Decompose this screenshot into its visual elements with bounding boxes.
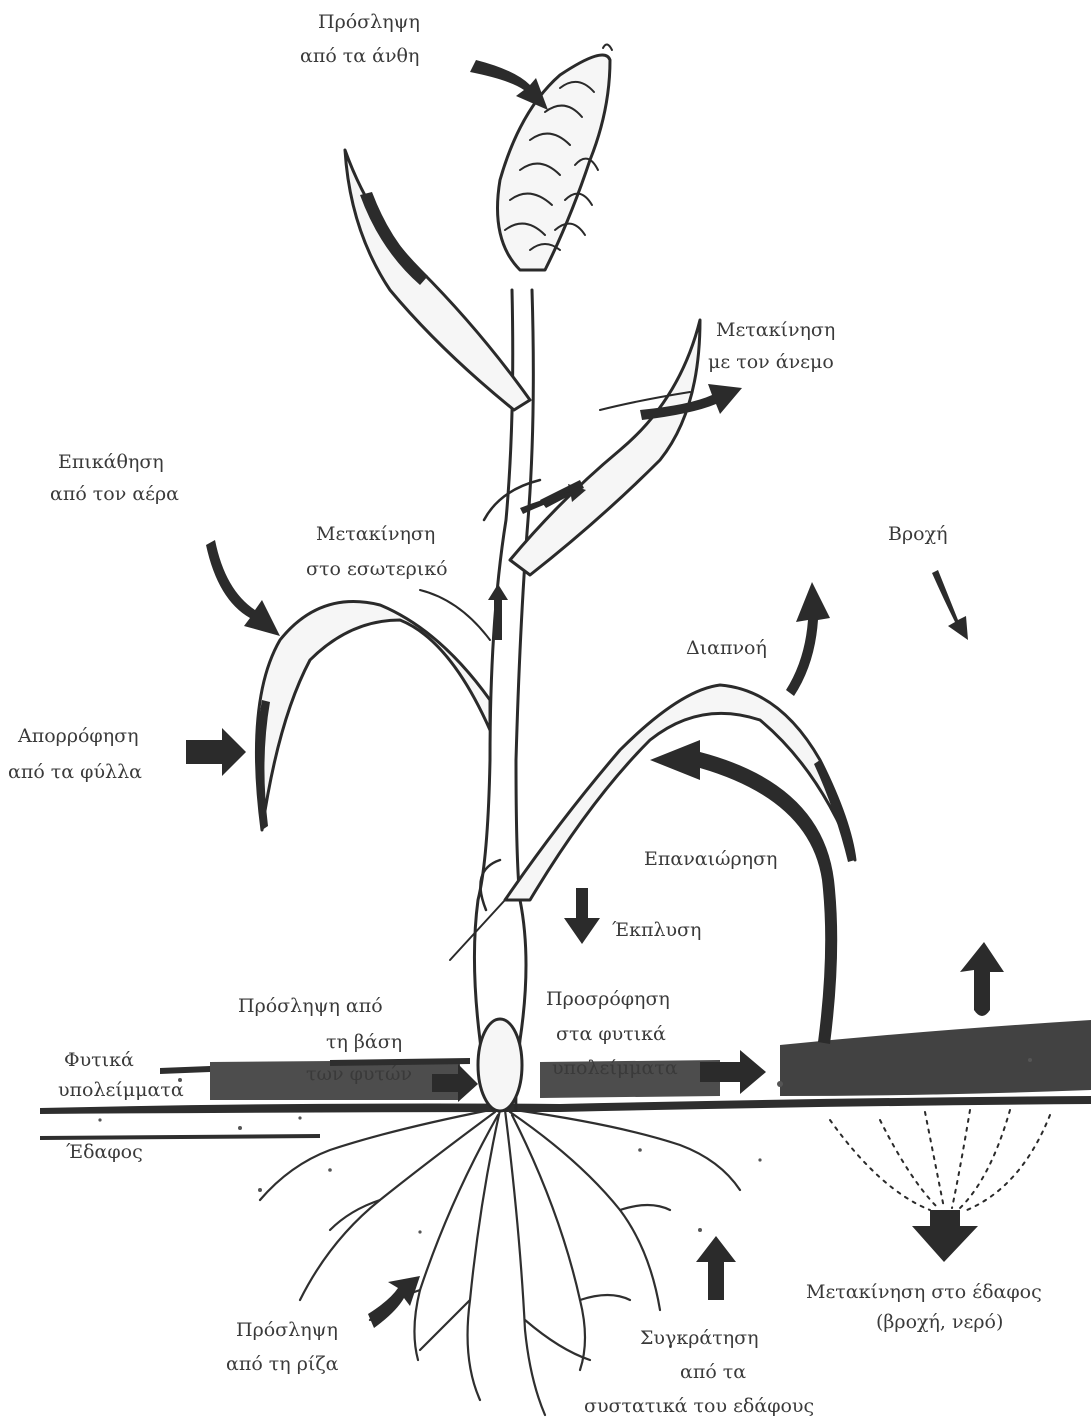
leaf-absorption-label-line2: από τα φύλλα <box>8 761 142 783</box>
soil-movement-label-line2: (βροχή, νερό) <box>876 1311 1003 1333</box>
root-uptake-label-line1: Πρόσληψη <box>236 1319 338 1341</box>
plant-stem <box>450 290 540 1111</box>
residue-sorption-label-line1: Προσρόφηση <box>546 988 670 1010</box>
plant-residues-label-line2: υπολείμματα <box>58 1079 184 1101</box>
internal-transport-arrow <box>488 584 508 640</box>
flower-uptake-label-line1: Πρόσληψη <box>318 11 420 33</box>
soil-seepage-lines <box>830 1110 1050 1212</box>
leaching-label: Έκπλυση <box>612 919 701 941</box>
soil-retention-label-line2: από τα <box>680 1361 746 1383</box>
leaching-arrow <box>564 888 600 944</box>
soil-retention-label-line3: συστατικά του εδάφους <box>584 1395 814 1417</box>
resuspension-arrow <box>650 740 837 1044</box>
soil-retention-label-line1: Συγκράτηση <box>640 1327 758 1349</box>
leaf-absorption-label-line1: Απορρόφηση <box>17 725 138 747</box>
leaf-absorption-arrow <box>186 728 246 776</box>
rain-arrow <box>932 570 968 640</box>
wind-transport-label-line1: Μετακίνηση <box>716 319 835 341</box>
base-uptake-label-line2: τη βάση <box>326 1031 402 1053</box>
plant-residues-label-line1: Φυτικά <box>64 1049 134 1071</box>
root-uptake-arrow <box>368 1276 420 1328</box>
air-deposition-label-line2: από τον αέρα <box>50 483 179 505</box>
transpiration-label: Διαπνοή <box>686 637 767 659</box>
soil-up-arrow <box>960 942 1004 1016</box>
soil-label: Έδαφος <box>66 1141 143 1163</box>
flower-uptake-label-line2: από τα άνθη <box>300 45 419 67</box>
soil-retention-arrow <box>696 1236 736 1300</box>
air-deposition-arrow <box>206 540 280 636</box>
base-uptake-label-line1: Πρόσληψη από <box>238 995 383 1017</box>
air-deposition-label-line1: Επικάθηση <box>58 451 164 473</box>
base-uptake-label-line3: των φυτών <box>306 1063 412 1085</box>
soil-residue-band <box>40 1020 1091 1234</box>
rain-label: Βροχή <box>888 523 947 545</box>
residue-sorption-label-line3: υπολείμματα <box>552 1057 678 1079</box>
root-uptake-label-line2: από τη ρίζα <box>226 1353 339 1375</box>
soil-movement-arrow <box>912 1210 978 1262</box>
flower-uptake-arrow <box>470 60 548 110</box>
resuspension-label: Επαναιώρηση <box>644 848 777 870</box>
leaf-middle-left <box>256 590 490 830</box>
vascular-transport-label-line1: Μετακίνηση <box>316 523 435 545</box>
vascular-transport-label-line2: στο εσωτερικό <box>306 558 448 580</box>
wind-transport-label-line2: με τον άνεμο <box>708 351 834 373</box>
soil-movement-label-line1: Μετακίνηση στο έδαφος <box>806 1281 1042 1303</box>
residue-sorption-label-line2: στα φυτικά <box>556 1023 666 1045</box>
transpiration-arrow <box>786 582 830 696</box>
leaf-upper-right <box>510 320 700 575</box>
